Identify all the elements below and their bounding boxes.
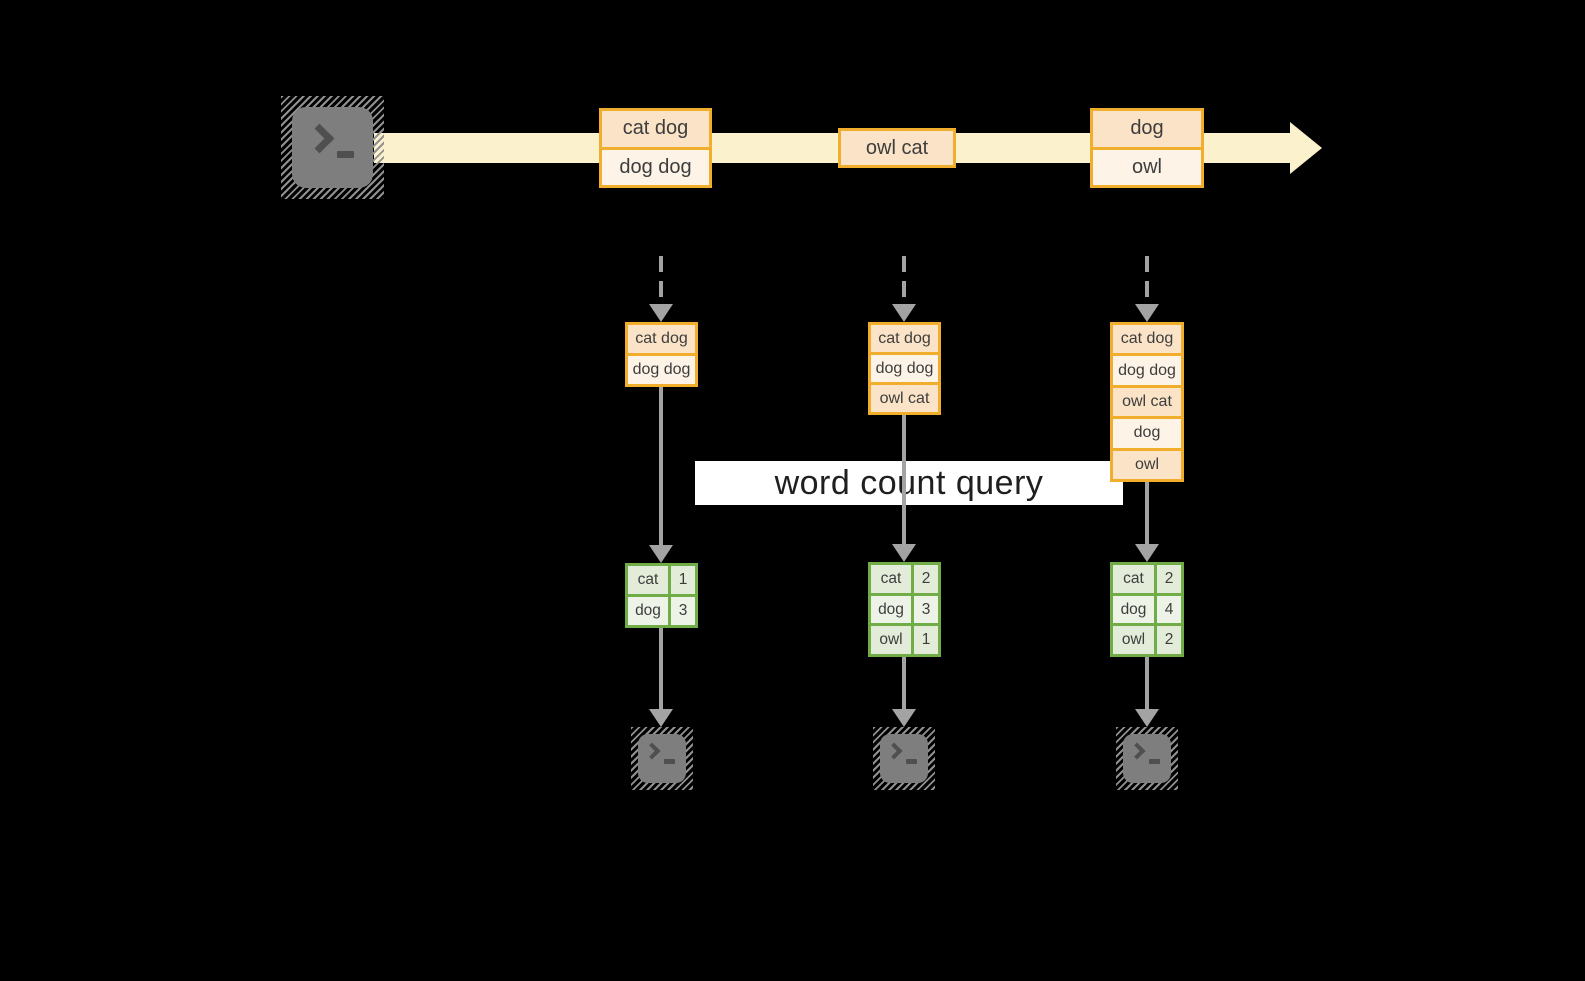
count-table-3: cat 2 dog 4 owl 2 <box>1110 562 1184 657</box>
buffer-line: cat dog <box>1113 325 1181 354</box>
query-arrow-1 <box>649 387 673 563</box>
table-row: dog 4 <box>1113 592 1181 624</box>
table-row: owl 2 <box>1113 623 1181 655</box>
stream-line: owl cat <box>841 131 953 165</box>
terminal-icon <box>1116 727 1178 790</box>
stream-line: dog <box>1093 111 1201 147</box>
word-cell: owl <box>1113 626 1154 655</box>
word-cell: dog <box>871 595 911 624</box>
prompt-cursor-icon <box>1149 759 1160 764</box>
count-cell: 2 <box>911 565 938 593</box>
sink-arrow-2 <box>892 657 916 727</box>
count-cell: 1 <box>668 566 695 594</box>
buffer-line: dog dog <box>628 353 695 384</box>
table-row: dog 3 <box>871 592 938 624</box>
count-cell: 3 <box>911 595 938 624</box>
buffer-line: owl cat <box>871 382 938 412</box>
query-label-band: word count query <box>695 461 1123 505</box>
terminal-icon-body <box>1123 734 1171 783</box>
buffer-line: dog <box>1113 416 1181 448</box>
count-cell: 4 <box>1154 595 1181 624</box>
prompt-cursor-icon <box>664 759 675 764</box>
buffer-stack-1: cat dog dog dog <box>625 322 698 387</box>
query-arrow-2 <box>892 415 916 562</box>
count-cell: 2 <box>1154 626 1181 655</box>
terminal-icon <box>631 727 693 790</box>
buffer-stack-2: cat dog dog dog owl cat <box>868 322 941 415</box>
count-cell: 3 <box>668 597 695 625</box>
stream-line: dog dog <box>602 146 709 185</box>
terminal-icon <box>873 727 935 790</box>
stream-element-2: owl cat <box>838 128 956 168</box>
word-cell: cat <box>1113 565 1154 593</box>
terminal-icon-body <box>638 734 686 783</box>
prompt-chevron-icon <box>1128 742 1146 760</box>
count-cell: 1 <box>911 626 938 655</box>
buffer-line: cat dog <box>871 325 938 352</box>
stream-element-1: cat dog dog dog <box>599 108 712 188</box>
sink-arrow-3 <box>1135 657 1159 727</box>
buffer-stack-3: cat dog dog dog owl cat dog owl <box>1110 322 1184 482</box>
ingest-arrow-1 <box>649 256 673 322</box>
table-row: dog 3 <box>628 594 695 625</box>
prompt-cursor-icon <box>337 151 354 158</box>
table-row: cat 1 <box>628 566 695 594</box>
word-cell: cat <box>628 566 668 594</box>
word-cell: dog <box>628 597 668 625</box>
stream-arrowhead-icon <box>1290 122 1322 174</box>
query-label: word count query <box>774 463 1044 502</box>
stream-element-3: dog owl <box>1090 108 1204 188</box>
prompt-cursor-icon <box>906 759 917 764</box>
ingest-arrow-2 <box>892 256 916 322</box>
terminal-icon-body <box>292 107 373 188</box>
table-row: cat 2 <box>871 565 938 593</box>
stream-line: owl <box>1093 146 1201 185</box>
stream-line: cat dog <box>602 111 709 147</box>
word-cell: cat <box>871 565 911 593</box>
terminal-icon-body <box>880 734 928 783</box>
table-row: owl 1 <box>871 623 938 655</box>
terminal-icon <box>281 96 384 199</box>
prompt-chevron-icon <box>304 123 335 154</box>
count-table-2: cat 2 dog 3 owl 1 <box>868 562 941 657</box>
prompt-chevron-icon <box>643 742 661 760</box>
buffer-line: owl <box>1113 447 1181 480</box>
word-cell: owl <box>871 626 911 655</box>
query-arrow-3 <box>1135 482 1159 562</box>
prompt-chevron-icon <box>885 742 903 760</box>
buffer-line: owl cat <box>1113 384 1181 417</box>
word-cell: dog <box>1113 595 1154 624</box>
ingest-arrow-3 <box>1135 256 1159 322</box>
buffer-line: dog dog <box>1113 353 1181 385</box>
sink-arrow-1 <box>649 628 673 727</box>
count-table-1: cat 1 dog 3 <box>625 563 698 628</box>
count-cell: 2 <box>1154 565 1181 593</box>
buffer-line: cat dog <box>628 325 695 353</box>
table-row: cat 2 <box>1113 565 1181 593</box>
buffer-line: dog dog <box>871 352 938 382</box>
